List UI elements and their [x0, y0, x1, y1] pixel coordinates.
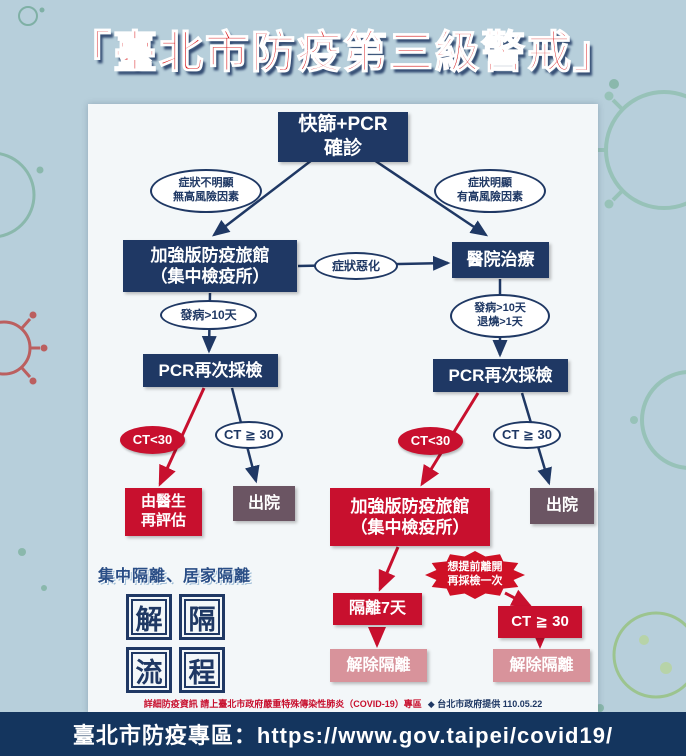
footer-bar: 臺北市防疫專區：https://www.gov.taipei/covid19/	[0, 712, 686, 756]
process-tile: 程	[179, 647, 225, 693]
onset-left-oval: 發病>10天	[160, 300, 257, 330]
dot-decoration	[609, 79, 619, 89]
condition-left-oval: 症狀不明顯 無高風險因素	[150, 169, 262, 213]
ct-high-bottom-node: CT ≧ 30	[498, 606, 582, 638]
onset-right-oval: 發病>10天 退燒>1天	[450, 294, 550, 338]
note-info-text: 詳細防疫資訊 請上臺北市政府嚴重特殊傳染性肺炎（COVID-19）專區	[143, 699, 422, 709]
quarantine-hotel-left-node: 加強版防疫旅館 （集中檢疫所）	[123, 240, 297, 292]
condition-right-oval: 症狀明顯 有高風險因素	[434, 169, 546, 213]
dot-decoration	[41, 585, 47, 591]
virus-icon	[630, 370, 686, 470]
isolation-section-label: 集中隔離、居家隔離	[98, 568, 252, 585]
dot-decoration	[18, 548, 26, 556]
page-title: 「臺北市防疫第三級警戒」	[66, 27, 619, 77]
release-right-node: 解除隔離	[493, 649, 590, 682]
process-tile: 解	[126, 594, 172, 640]
symptom-worsen-oval: 症狀惡化	[314, 252, 398, 280]
hospital-node: 醫院治療	[452, 242, 549, 278]
doctor-reassess-node: 由醫生 再評估	[125, 488, 202, 536]
ct-high-left-oval: CT ≧ 30	[215, 421, 283, 449]
process-tile: 隔	[179, 594, 225, 640]
ct-high-right-oval: CT ≧ 30	[493, 421, 561, 449]
ct-low-right-oval: CT<30	[398, 427, 463, 455]
virus-icon	[0, 152, 44, 238]
pcr-retest-right-node: PCR再次採檢	[433, 359, 568, 392]
virus-icon	[584, 90, 686, 210]
note-credit-text: ◆ 台北市政府提供 110.05.22	[427, 699, 543, 709]
discharge-right-node: 出院	[530, 488, 594, 524]
isolate-7days-node: 隔離7天	[333, 593, 422, 625]
source-note: 詳細防疫資訊 請上臺北市政府嚴重特殊傳染性肺炎（COVID-19）專區 ◆ 台北市…	[95, 697, 591, 710]
discharge-left-node: 出院	[233, 486, 295, 521]
start-node: 快篩+PCR 確診	[278, 112, 408, 162]
footer-url-text: 臺北市防疫專區：https://www.gov.taipei/covid19/	[72, 723, 614, 748]
release-left-node: 解除隔離	[330, 649, 427, 682]
ct-low-left-oval: CT<30	[120, 426, 185, 454]
pcr-retest-left-node: PCR再次採檢	[143, 354, 278, 387]
release-process-tiles: 解 隔 流 程	[126, 594, 225, 693]
quarantine-hotel-right-node: 加強版防疫旅館 （集中檢疫所）	[330, 488, 490, 546]
virus-icon	[0, 311, 48, 385]
process-tile: 流	[126, 647, 172, 693]
virus-icon	[612, 611, 686, 699]
